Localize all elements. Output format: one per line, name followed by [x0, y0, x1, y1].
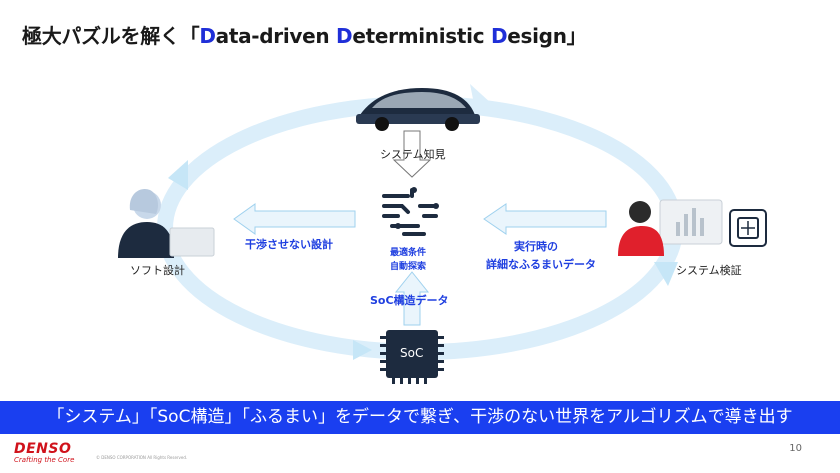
brand-tagline: Crafting the Core — [14, 456, 75, 464]
car-icon — [356, 88, 480, 131]
label-runtime-line2: 詳細なふるまいデータ — [486, 258, 596, 271]
copyright-text: © DENSO CORPORATION All Rights Reserved. — [96, 455, 188, 460]
label-optimal-line2: 自動探索 — [390, 262, 427, 272]
label-soc-chip: SoC — [400, 346, 424, 360]
denso-logo: DENSO Crafting the Core — [14, 442, 74, 465]
label-interference-free-design: 干渉させない設計 — [245, 238, 333, 251]
label-soc-structure-data: SoC構造データ — [370, 294, 449, 307]
cycle-arrowhead-topleft — [168, 160, 188, 190]
brand-name: DENSO — [14, 441, 72, 457]
cycle-arrowhead-right — [654, 262, 678, 286]
left-arrow-design — [233, 203, 356, 235]
soc-chip-icon — [380, 330, 444, 384]
label-system-verification: システム検証 — [676, 264, 742, 277]
page-number: 10 — [789, 443, 802, 454]
summary-banner: 「システム」「SoC構造」「ふるまい」をデータで繋ぎ、干渉のない世界をアルゴリズ… — [0, 401, 840, 434]
label-software-design: ソフト設計 — [130, 264, 185, 277]
up-arrow-soc — [394, 271, 430, 326]
label-system-knowledge: システム知見 — [380, 148, 446, 161]
cycle-arrowhead-topright — [470, 84, 492, 104]
cycle-arrowhead-bottomleft — [353, 340, 372, 360]
page-title: 極大パズルを解く「Data-driven Deterministic Desig… — [22, 24, 587, 48]
ai-brain-icon — [379, 181, 443, 241]
software-designer-icon — [118, 188, 215, 258]
verification-engineer-icon — [618, 199, 767, 256]
label-optimal-line1: 最適条件 — [390, 248, 427, 258]
label-runtime-line1: 実行時の — [514, 240, 558, 253]
left-arrow-behavior — [483, 203, 607, 235]
down-arrow-knowledge — [392, 130, 432, 178]
